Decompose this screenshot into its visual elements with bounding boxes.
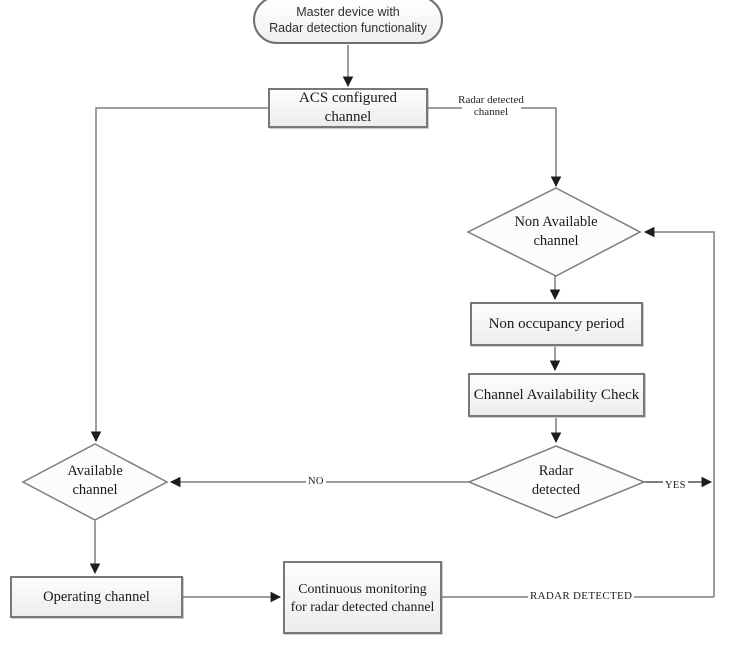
edge-label-no: NO <box>306 476 326 488</box>
acs-configured-channel-box: ACS configured channel <box>268 88 428 128</box>
radar-detected-diamond <box>467 445 646 519</box>
operating-channel-box: Operating channel <box>10 576 183 618</box>
continuous-label: Continuous monitoring <box>298 580 427 596</box>
start-terminator: Master device with Radar detection funct… <box>253 0 443 44</box>
acs-box-label: ACS configured <box>299 90 397 106</box>
edge-rail-to-non-available <box>643 226 715 597</box>
operating-label: Operating channel <box>43 588 150 605</box>
continuous-label: for radar detected channel <box>290 598 435 614</box>
channel-availability-check-box: Channel Availability Check <box>468 373 645 417</box>
edge-label-yes: YES <box>663 480 688 492</box>
edge-label-radar-detected-channel: Radar detected channel <box>458 94 524 118</box>
non-occupancy-label: Non occupancy period <box>488 315 625 332</box>
edge-label-radar-detected: RADAR DETECTED <box>528 590 635 603</box>
cac-label: Channel Availability Check <box>473 386 640 403</box>
acs-box-label: channel <box>324 109 372 125</box>
start-terminator-label: Radar detection functionality <box>269 21 427 35</box>
available-channel-diamond <box>21 443 169 521</box>
start-terminator-label: Master device with <box>296 5 400 19</box>
edge-label-to-non-available <box>521 107 562 188</box>
continuous-monitoring-box: Continuous monitoring for radar detected… <box>283 561 442 634</box>
edge-acs-to-available <box>90 107 268 443</box>
non-occupancy-period-box: Non occupancy period <box>470 302 643 346</box>
non-available-channel-diamond <box>466 187 642 277</box>
